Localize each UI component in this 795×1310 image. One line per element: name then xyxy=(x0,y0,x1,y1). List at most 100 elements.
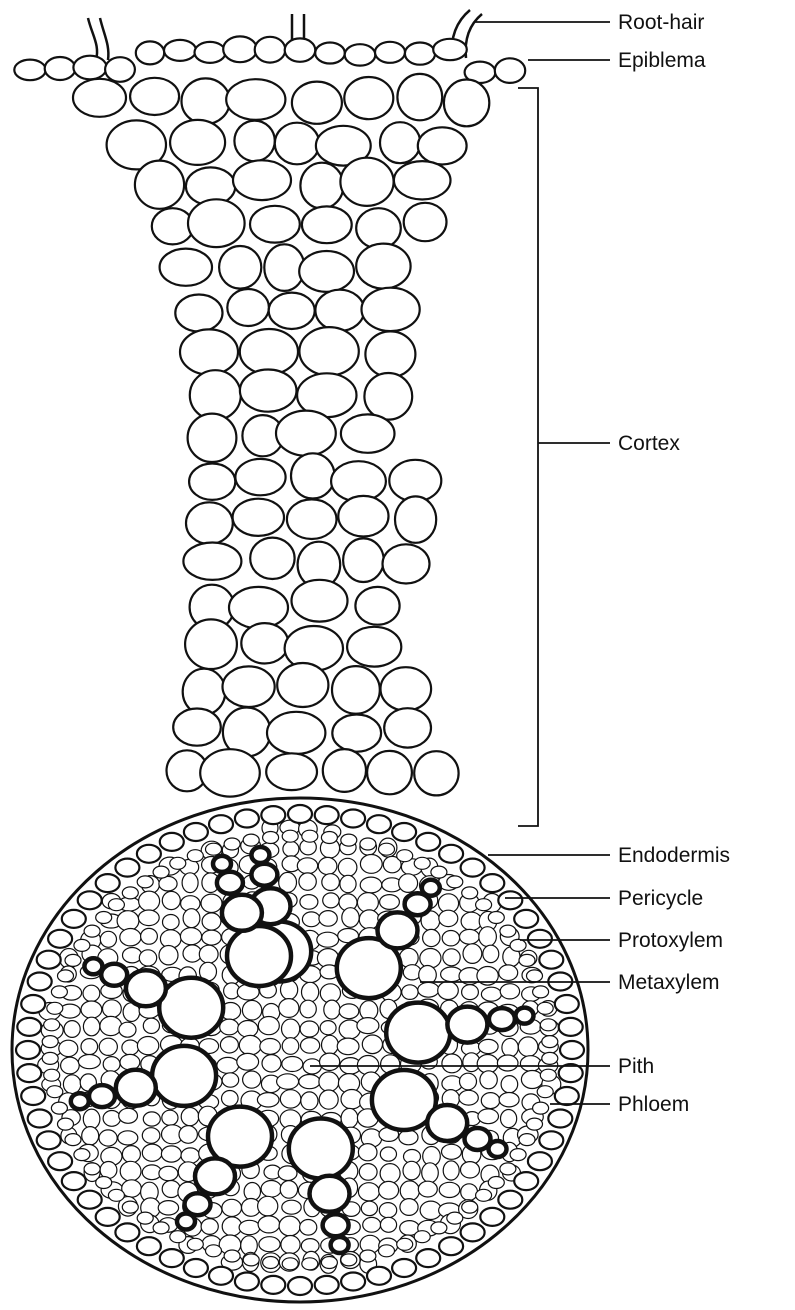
cortex-cell xyxy=(170,120,225,165)
pericycle-cell xyxy=(137,876,153,888)
ground-cell xyxy=(282,1019,300,1039)
ground-cell xyxy=(361,1201,377,1215)
ground-cell xyxy=(418,1181,437,1197)
ground-cell xyxy=(117,911,139,931)
cortex-cell xyxy=(180,329,238,374)
cortex-cell xyxy=(240,370,297,412)
ground-cell xyxy=(459,1090,478,1105)
endodermis-cell xyxy=(48,1152,72,1170)
ground-cell xyxy=(481,987,501,1001)
pericycle-cell xyxy=(462,1201,478,1213)
ground-cell xyxy=(81,1001,102,1018)
ground-cell xyxy=(320,1021,336,1035)
pericycle-cell xyxy=(379,1245,395,1257)
epiblema-cell xyxy=(164,40,196,61)
endodermis-cell xyxy=(514,1172,538,1190)
pericycle-cell xyxy=(263,1257,279,1269)
pericycle-cell xyxy=(108,899,124,911)
cortex-cell xyxy=(355,587,399,625)
pericycle-cell xyxy=(122,1201,138,1213)
pericycle-cell xyxy=(47,1002,63,1014)
pith-label: Pith xyxy=(618,1055,654,1078)
pericycle-cell xyxy=(58,1118,74,1130)
endodermis-cell xyxy=(78,1191,102,1209)
ground-cell xyxy=(480,1071,497,1089)
cortex-cell xyxy=(300,163,343,209)
protoxylem-vessel xyxy=(89,1085,115,1107)
ground-cell xyxy=(100,1016,122,1035)
epiblema-cell xyxy=(405,43,435,65)
pericycle-cell xyxy=(153,866,169,878)
pericycle-cell xyxy=(542,1036,558,1048)
epiblema-cell xyxy=(73,56,106,80)
cortex-cell xyxy=(292,580,348,622)
endodermis-cell xyxy=(209,815,233,833)
ground-cell xyxy=(83,1017,99,1036)
endodermis-cell xyxy=(78,891,102,909)
ground-cell xyxy=(442,1144,462,1159)
ground-cell xyxy=(202,930,221,945)
endodermis-cell xyxy=(439,845,463,863)
ground-cell xyxy=(338,858,357,876)
ground-cell xyxy=(137,1037,158,1055)
pericycle-cell xyxy=(488,1177,504,1189)
ground-cell xyxy=(220,1037,238,1053)
ground-cell xyxy=(119,1108,138,1123)
endodermis-cell xyxy=(367,1267,391,1285)
ground-cell xyxy=(300,1220,317,1236)
ground-cell xyxy=(299,873,316,890)
ground-cell xyxy=(238,1021,258,1038)
ground-cell xyxy=(399,874,418,893)
ground-cell xyxy=(319,1072,339,1092)
cortex-cell xyxy=(332,666,380,714)
ground-cell xyxy=(399,1130,418,1145)
endodermis-cell xyxy=(392,1259,416,1277)
ground-cell xyxy=(300,895,318,910)
cortex-cell xyxy=(291,453,335,498)
ground-cell xyxy=(403,1161,420,1180)
ground-cell xyxy=(258,1196,278,1216)
ground-cell xyxy=(244,1183,260,1201)
ground-cell xyxy=(201,894,222,912)
epiblema-cell xyxy=(495,58,525,83)
endodermis-cell xyxy=(48,930,72,948)
ground-cell xyxy=(400,1199,418,1216)
pericycle-cell xyxy=(282,1258,298,1270)
ground-cell xyxy=(139,950,156,966)
endodermis-cell xyxy=(480,1208,504,1226)
pericycle-cell xyxy=(243,834,259,846)
pericycle-cell xyxy=(431,866,447,878)
pericycle-cell xyxy=(500,925,516,937)
ground-cell xyxy=(302,982,319,1002)
ground-cell xyxy=(100,931,116,947)
pericycle-cell xyxy=(341,834,357,846)
protoxylem-vessel xyxy=(489,1008,515,1030)
ground-cell xyxy=(500,984,519,999)
cortex-cell xyxy=(200,749,260,796)
ground-cell xyxy=(282,1057,303,1072)
endodermis-cell xyxy=(555,995,579,1013)
ground-cell xyxy=(280,1181,297,1199)
cortex-cell xyxy=(340,158,393,206)
ground-cell xyxy=(179,1126,197,1144)
cortex-cell xyxy=(287,499,337,539)
endodermis-cell xyxy=(416,1249,440,1267)
ground-cell xyxy=(300,1021,319,1037)
cortex-cell xyxy=(233,499,284,536)
ground-cell xyxy=(243,1071,261,1088)
ground-cell xyxy=(341,1090,363,1109)
ground-cell xyxy=(299,1075,320,1089)
endodermis-cell xyxy=(21,1087,45,1105)
cortex-cell xyxy=(276,411,336,456)
pericycle-cell xyxy=(47,1086,63,1098)
cortex-cell xyxy=(404,203,447,241)
ground-cell xyxy=(138,910,159,926)
cortex-cell xyxy=(397,74,442,120)
protoxylem-vessel xyxy=(251,847,269,863)
cortex-cell xyxy=(302,206,352,243)
cortex-cell xyxy=(186,502,233,544)
ground-cell xyxy=(520,1056,541,1072)
pericycle-cell xyxy=(542,1052,558,1064)
ground-cell xyxy=(461,1184,478,1201)
ground-cell xyxy=(78,1055,100,1069)
